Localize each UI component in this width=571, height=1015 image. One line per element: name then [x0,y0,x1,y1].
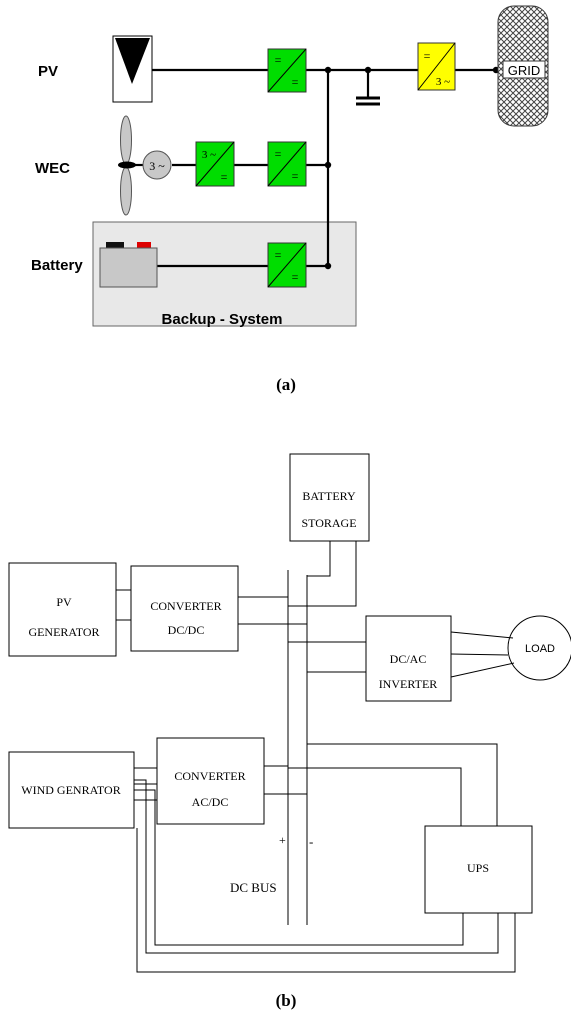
caption-a: (a) [276,375,296,394]
pv-generator-line1: PV [56,595,72,609]
svg-text:=: = [275,248,282,262]
load-label: LOAD [525,643,555,655]
battery-storage-line2: STORAGE [301,516,356,530]
battery-positive-terminal [137,242,151,248]
pv-dcdc-converter: = = [267,48,307,93]
generator-icon: 3 ~ [142,150,172,180]
wec-dcdc-converter: = = [267,141,307,187]
junction-dot [324,262,332,270]
dc-bus-label: DC BUS [230,880,277,895]
connection-wires [116,541,516,973]
converter-dcdc-line2: DC/DC [168,623,205,637]
battery-icon [99,242,158,288]
grid-label: GRID [508,63,541,78]
pv-label: PV [38,63,58,80]
svg-text:=: = [275,147,282,161]
wec-label: WEC [35,160,70,177]
svg-text:=: = [275,53,282,67]
junction-dot [324,66,332,74]
svg-text:=: = [292,270,299,284]
dcac-inverter-line1: DC/AC [390,652,427,666]
figure-a: Backup - System PV WEC Battery [31,5,549,394]
ups-block [424,825,533,914]
dc-bus-minus-sign: - [309,834,313,849]
load-circle [507,615,571,681]
junction-dot [324,161,332,169]
dc-bus-plus-sign: + [279,833,286,847]
caption-b: (b) [276,991,297,1010]
wind-generator-label: WIND GENRATOR [21,783,120,797]
svg-text:3 ~: 3 ~ [202,149,216,161]
converter-acdc-line2: AC/DC [192,795,229,809]
backup-system-label: Backup - System [162,311,283,328]
wind-generator-block [8,751,135,829]
battery-storage-block [289,453,370,542]
svg-text:=: = [424,49,431,63]
converter-acdc-block [156,737,265,825]
wind-turbine-icon [118,115,147,216]
converter-dcdc-block [130,565,239,652]
pv-generator-block [8,562,117,657]
junction-dot [364,66,372,74]
battery-storage-line1: BATTERY [302,489,356,503]
grid-icon: GRID [497,5,549,127]
svg-text:3 ~: 3 ~ [436,76,450,88]
grid-inverter: = 3 ~ [417,42,456,91]
ups-label: UPS [467,861,489,875]
converter-acdc-line1: CONVERTER [174,769,245,783]
dcac-inverter-block [365,615,452,702]
svg-text:=: = [292,169,299,183]
converter-dcdc-line1: CONVERTER [150,599,221,613]
svg-text:=: = [292,75,299,89]
battery-label: Battery [31,257,83,274]
wec-acdc-converter: 3 ~ = [195,141,235,187]
dcac-inverter-line2: INVERTER [379,677,438,691]
battery-dcdc-converter: = = [267,242,307,288]
svg-text:=: = [221,170,228,184]
figure-b: BATTERY STORAGE PV GENERATOR CONVERTER D… [8,453,571,1010]
pv-panel-icon [112,35,153,103]
pv-generator-line2: GENERATOR [28,625,99,639]
svg-text:3 ~: 3 ~ [149,159,165,173]
